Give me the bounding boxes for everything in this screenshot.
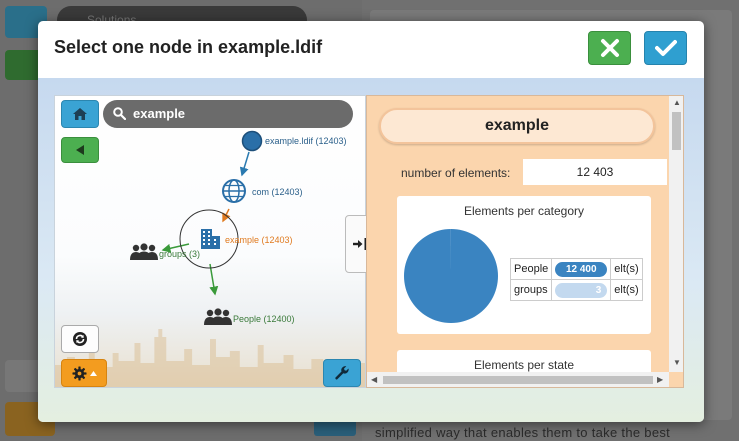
node-label-example-ldif[interactable]: example.ldif (12403) [265,136,347,146]
home-icon [73,108,87,120]
legend-category-name: groups [509,279,553,301]
selected-node-ring [179,209,239,269]
scroll-left-arrow-icon[interactable]: ◀ [371,375,378,384]
back-arrow-icon [76,145,84,155]
globe-icon[interactable] [221,178,247,204]
dialog-body: example [38,78,704,422]
info-horizontal-scrollbar[interactable]: ◀ ▶ [367,372,669,387]
node-label-groups[interactable]: groups (3) [159,249,201,259]
node-label-com[interactable]: com (12403) [252,187,303,197]
graph-refresh-button[interactable] [61,325,99,353]
edge-root-com [239,151,250,177]
graph-home-button[interactable] [61,100,99,128]
x-icon [600,39,619,57]
search-icon [113,107,126,120]
graph-pane: example [54,95,366,388]
wrench-icon [335,366,349,380]
group-icon[interactable] [203,308,233,326]
background-bottom-button [314,418,356,436]
city-skyline-image [55,329,365,387]
info-vertical-scrollbar[interactable]: ▲ ▼ [669,96,683,372]
dialog-title: Select one node in example.ldif [54,37,323,57]
legend-category-name: People [509,258,553,280]
element-count-label: number of elements: [401,166,511,180]
circle-node-icon[interactable] [241,130,263,152]
gear-icon [71,365,87,381]
graph-back-button[interactable] [61,137,99,163]
group-icon[interactable] [129,243,159,261]
graph-settings-button[interactable] [61,359,107,387]
vertical-scroll-thumb[interactable] [672,112,681,150]
category-pie-chart [404,229,498,323]
edge-example-groups [161,243,190,253]
legend-row-people: People 12 400 elt(s) [509,258,643,280]
background-text: simplified way that enables them to take… [375,425,671,440]
category-legend: People 12 400 elt(s) groups 3 elt(s) [509,258,643,301]
scroll-down-arrow-icon[interactable]: ▼ [673,358,681,367]
scroll-right-arrow-icon[interactable]: ▶ [657,375,664,384]
node-label-example[interactable]: example (12403) [225,235,293,245]
ok-button[interactable] [644,31,687,65]
category-chart-card: Elements per category People 12 400 elt(… [397,196,651,334]
state-chart-title: Elements per state [473,358,575,372]
edge-example-people [209,263,219,296]
element-count-value: 12 403 [523,159,667,185]
graph-search-value: example [133,106,186,121]
legend-row-groups: groups 3 elt(s) [509,279,643,301]
refresh-icon [73,332,87,346]
cancel-button[interactable] [588,31,631,65]
select-node-dialog: Select one node in example.ldif [38,21,704,422]
node-info-title: example [379,108,655,144]
node-label-people[interactable]: People (12400) [233,314,295,324]
horizontal-scroll-thumb[interactable] [383,376,653,384]
graph-search-input[interactable]: example [103,100,353,128]
building-icon[interactable] [198,227,222,251]
scroll-up-arrow-icon[interactable]: ▲ [673,98,681,107]
legend-unit: elt(s) [610,279,643,301]
graph-edges [161,151,250,296]
arrow-to-right-bar-icon [353,238,367,250]
legend-value-pill: 3 [555,282,608,298]
category-chart-title: Elements per category [463,204,585,218]
graph-tools-button[interactable] [323,359,361,387]
legend-value-pill: 12 400 [555,261,608,277]
check-icon [654,40,677,56]
node-info-pane: example number of elements: 12 403 Eleme… [366,95,684,388]
legend-unit: elt(s) [610,258,643,280]
caret-up-icon [89,370,97,376]
